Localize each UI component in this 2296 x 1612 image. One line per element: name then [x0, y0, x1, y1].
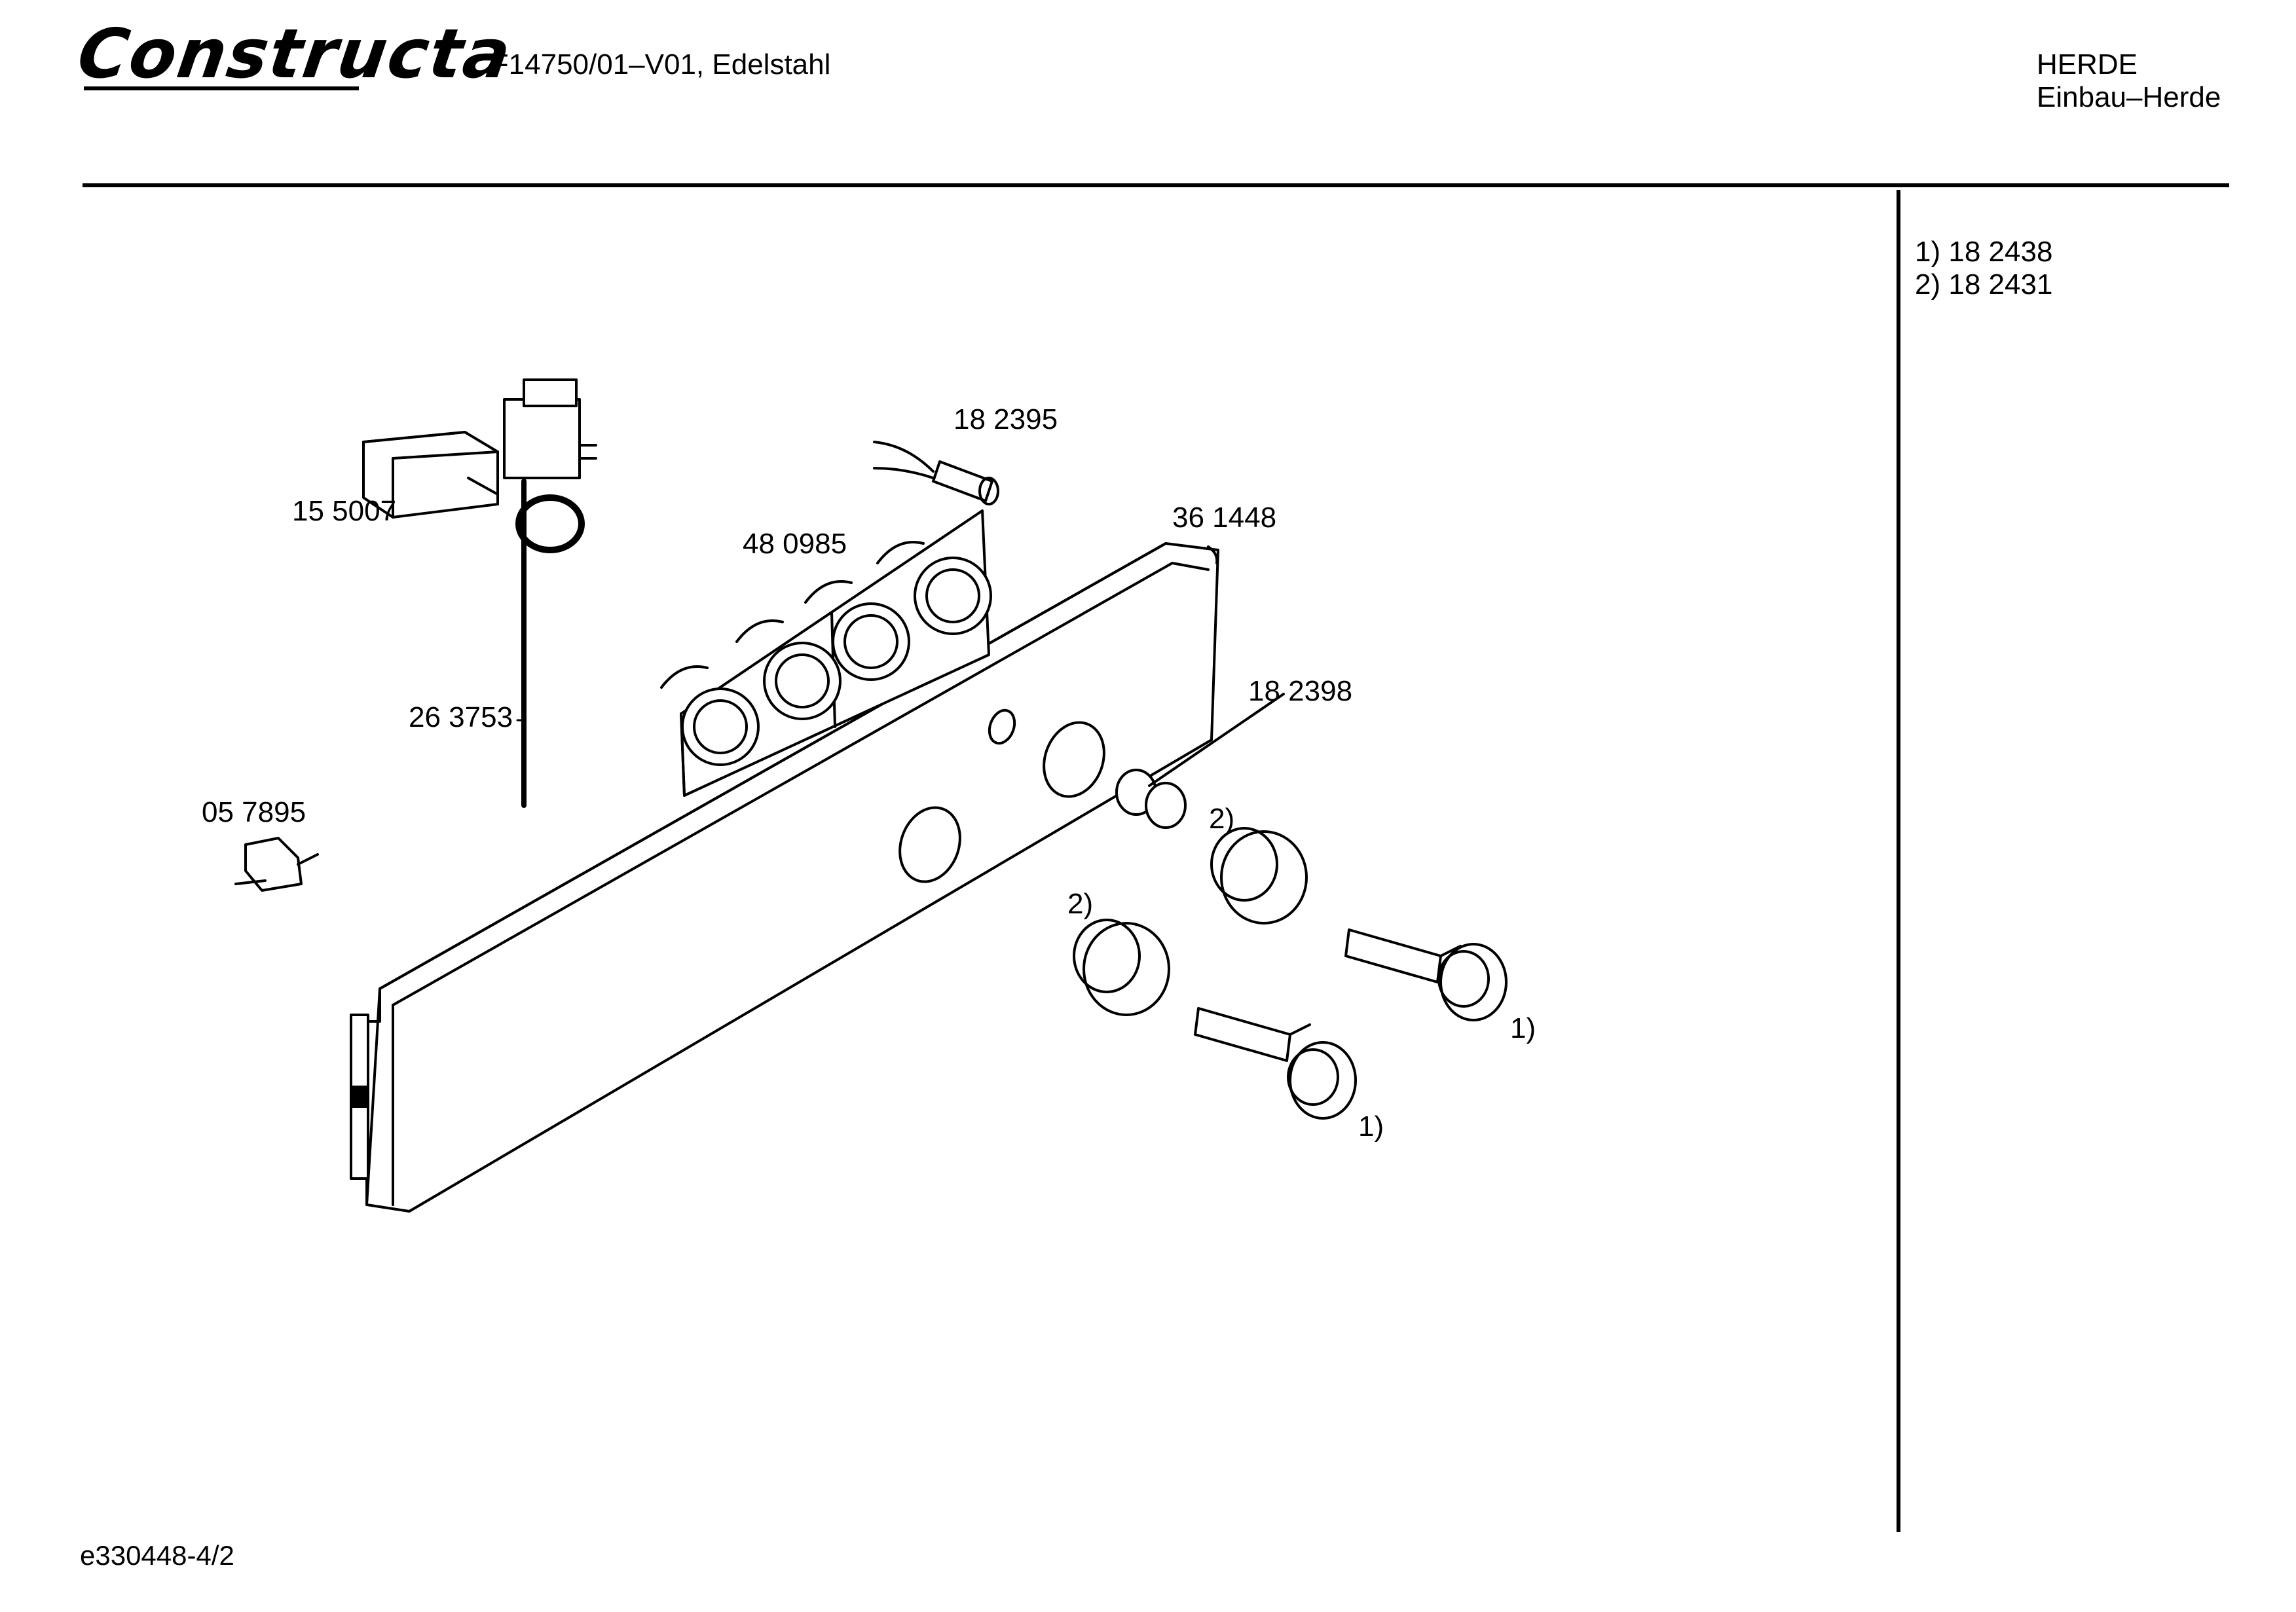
- label-knob-holder: 48 0985: [743, 528, 847, 560]
- note-2-part: 18 2431: [1948, 268, 2053, 301]
- note-1-key: 1): [1915, 236, 1941, 268]
- switch: [362, 431, 499, 519]
- logo-underline: [84, 86, 359, 90]
- label-indicator: 18 2398: [1248, 675, 1352, 707]
- thermostat: [503, 378, 597, 808]
- note-1: 1) 18 2438: [1915, 236, 2052, 268]
- note-2-key: 2): [1915, 268, 1941, 301]
- callout-ring-a: 2): [1209, 803, 1234, 835]
- indicator: [1115, 693, 1285, 829]
- header-divider: [83, 183, 2229, 187]
- label-thermostat: 26 3753: [409, 701, 513, 733]
- label-panel: 36 1448: [1172, 502, 1276, 534]
- model-title: CF14750/01–V01, Edelstahl: [470, 48, 831, 81]
- knob-holder: [660, 509, 992, 797]
- label-bracket: 05 7895: [202, 796, 306, 828]
- note-1-part: 18 2438: [1948, 236, 2053, 268]
- knob-ring-a: [1210, 827, 1308, 925]
- side-divider: [1897, 190, 1900, 1532]
- label-switch: 15 5007: [292, 495, 396, 527]
- callout-knob-b: 1): [1358, 1110, 1384, 1143]
- knob-b: [1194, 1007, 1357, 1120]
- callout-knob-a: 1): [1510, 1012, 1536, 1044]
- knob-a: [1344, 928, 1508, 1021]
- subcategory: Einbau–Herde: [2037, 81, 2221, 113]
- knob-ring-b: [1073, 919, 1170, 1016]
- drawing-code: e330448-4/2: [80, 1540, 234, 1571]
- bracket: [234, 837, 319, 892]
- callout-ring-b: 2): [1067, 888, 1093, 920]
- note-2: 2) 18 2431: [1915, 268, 2052, 301]
- control-panel: [350, 542, 1219, 1213]
- label-lamp: 18 2395: [954, 403, 1058, 435]
- lamp: [873, 441, 999, 505]
- category: HERDE: [2037, 48, 2138, 81]
